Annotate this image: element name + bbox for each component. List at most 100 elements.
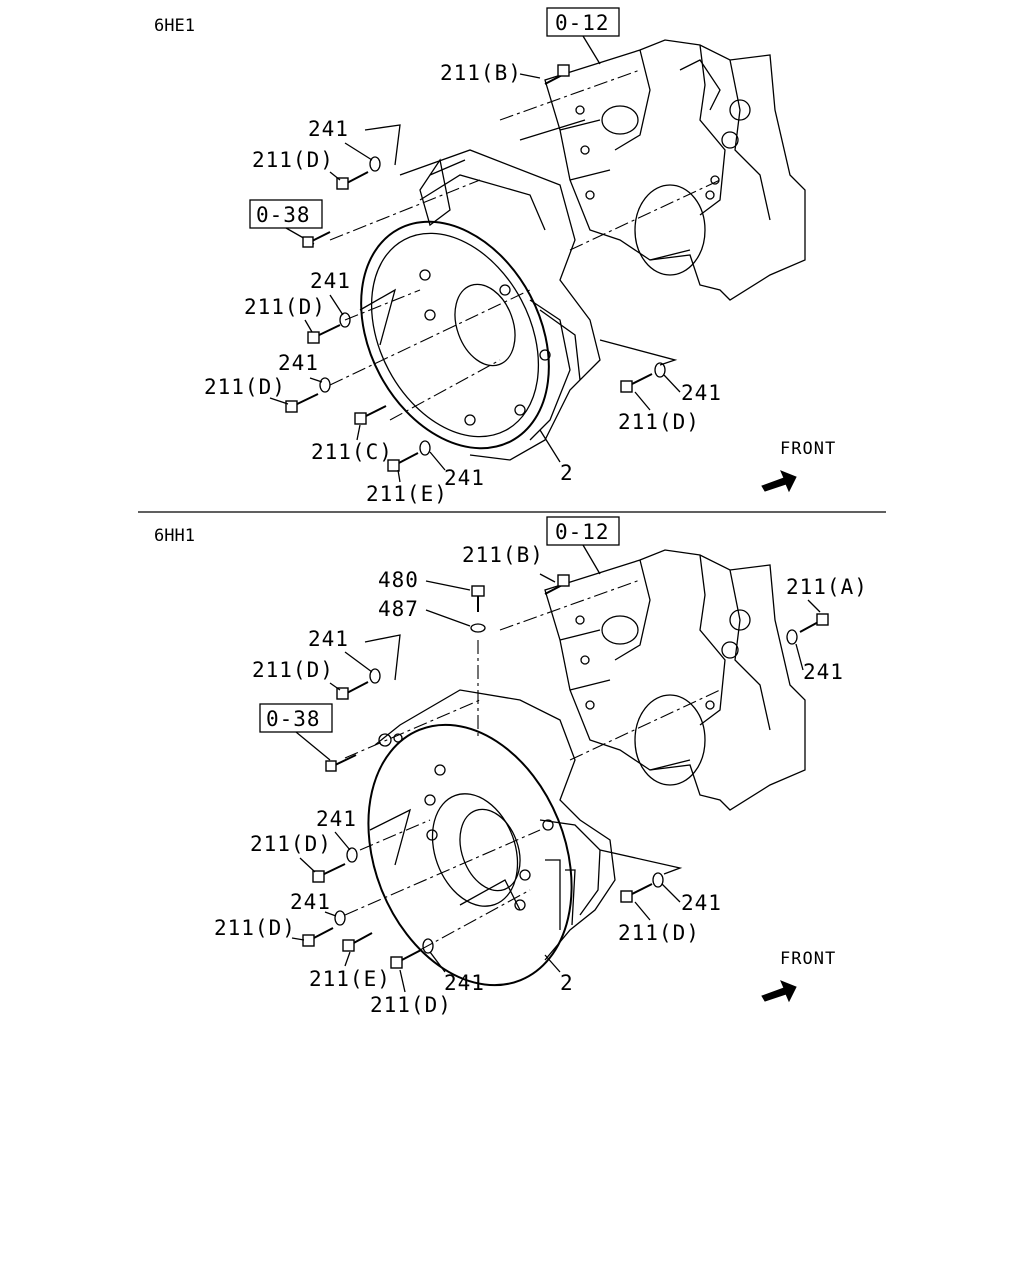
- leader-line: [429, 119, 586, 176]
- bolt: [302, 927, 334, 947]
- callout-label[interactable]: 211(D): [618, 410, 700, 434]
- leader-line: [429, 951, 446, 973]
- callout-label[interactable]: 211(D): [244, 295, 326, 319]
- washer: [419, 440, 431, 456]
- flywheel-housing: [360, 149, 601, 461]
- callout-label[interactable]: 211(B): [440, 61, 522, 85]
- washer: [652, 872, 664, 888]
- leader-line: [459, 879, 521, 911]
- leader-line: [634, 391, 651, 411]
- front-label: FRONT: [780, 949, 836, 969]
- callout-label[interactable]: 211(D): [252, 658, 334, 682]
- bolt: [799, 613, 829, 633]
- callout-label[interactable]: 241: [444, 971, 485, 995]
- bolt: [285, 393, 319, 413]
- bolt: [342, 932, 373, 952]
- bolt: [620, 883, 653, 903]
- washer: [369, 156, 381, 172]
- leader-line: [329, 682, 341, 691]
- callout-label[interactable]: 241: [290, 890, 331, 914]
- callout-label[interactable]: 211(A): [786, 575, 868, 599]
- callout-label[interactable]: 2: [560, 461, 574, 485]
- callout-label[interactable]: 211(D): [204, 375, 286, 399]
- bolt: [471, 585, 485, 612]
- bolt: [620, 373, 653, 393]
- callout-label[interactable]: 487: [378, 597, 419, 621]
- callout-label[interactable]: 241: [278, 351, 319, 375]
- leader-line: [344, 651, 373, 673]
- leader-line: [364, 124, 401, 166]
- engine-block: [544, 549, 806, 811]
- washer: [470, 623, 486, 633]
- callout-label[interactable]: 241: [803, 660, 844, 684]
- leader-line: [807, 599, 821, 613]
- washer: [346, 847, 358, 863]
- washer: [369, 668, 381, 684]
- leader-line: [429, 451, 446, 471]
- alignment-line: [419, 889, 531, 951]
- leader-line: [661, 883, 681, 903]
- alignment-line: [569, 689, 721, 761]
- callout-label[interactable]: 241: [444, 466, 485, 490]
- leader-line: [299, 857, 316, 873]
- callout-label[interactable]: 211(D): [252, 148, 334, 172]
- leader-line: [519, 73, 541, 79]
- callout-label[interactable]: 211(D): [618, 921, 700, 945]
- alignment-line: [329, 179, 481, 241]
- callout-label[interactable]: 241: [310, 269, 351, 293]
- bolt: [325, 754, 357, 772]
- leader-line: [356, 424, 361, 441]
- callout-label[interactable]: 211(D): [250, 832, 332, 856]
- leader-line: [329, 294, 344, 316]
- section-6hh1: 6HH1 0-12 0-38: [154, 516, 868, 1017]
- bolt: [307, 324, 341, 344]
- front-arrow-icon: [761, 470, 797, 493]
- bolt: [544, 64, 570, 85]
- bolt: [544, 574, 570, 595]
- leader-line: [344, 142, 373, 161]
- leader-line: [397, 469, 401, 483]
- ref-box-label[interactable]: 0-12: [555, 520, 610, 544]
- leader-line: [324, 911, 337, 917]
- leader-line: [634, 901, 651, 921]
- callout-label[interactable]: 211(D): [370, 993, 452, 1017]
- leader-line: [369, 808, 412, 866]
- callout-label[interactable]: 211(C): [311, 440, 393, 464]
- alignment-line: [389, 359, 501, 421]
- callout-label[interactable]: 241: [681, 381, 722, 405]
- leader-line: [329, 171, 341, 181]
- callout-label[interactable]: 241: [681, 891, 722, 915]
- leader-line: [425, 580, 471, 591]
- alignment-line: [499, 579, 641, 631]
- model-label: 6HH1: [154, 526, 195, 546]
- callout-label[interactable]: 2: [560, 971, 574, 995]
- callout-label[interactable]: 211(E): [366, 482, 448, 506]
- flywheel-housing: [367, 689, 616, 987]
- callout-label[interactable]: 241: [308, 627, 349, 651]
- leader-line: [425, 609, 471, 627]
- leader-line: [399, 969, 406, 993]
- leader-line: [539, 429, 561, 463]
- alignment-line: [359, 819, 431, 851]
- leader-line: [795, 643, 804, 671]
- washer: [334, 910, 346, 926]
- alignment-line: [329, 289, 531, 386]
- front-label: FRONT: [780, 439, 836, 459]
- washer: [654, 362, 666, 378]
- engine-block: [544, 39, 806, 301]
- callout-label[interactable]: 211(B): [462, 543, 544, 567]
- leader-line: [269, 397, 289, 405]
- ref-box-label[interactable]: 0-38: [256, 203, 311, 227]
- ref-box-label[interactable]: 0-38: [266, 707, 321, 731]
- leader-line: [334, 831, 351, 851]
- washer: [319, 377, 331, 393]
- callout-label[interactable]: 241: [308, 117, 349, 141]
- callout-label[interactable]: 211(E): [309, 967, 391, 991]
- leader-line: [599, 339, 678, 366]
- washer: [786, 629, 798, 645]
- callout-label[interactable]: 480: [378, 568, 419, 592]
- ref-box-label[interactable]: 0-12: [555, 11, 610, 35]
- callout-label[interactable]: 241: [316, 807, 357, 831]
- leader-line: [582, 35, 601, 65]
- callout-label[interactable]: 211(D): [214, 916, 296, 940]
